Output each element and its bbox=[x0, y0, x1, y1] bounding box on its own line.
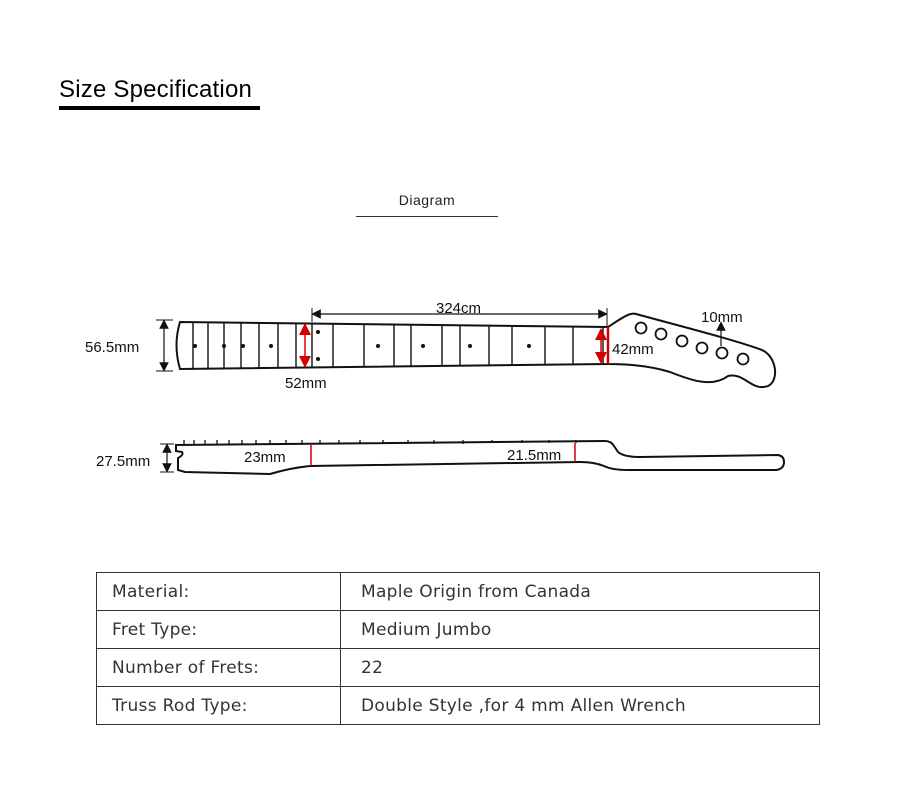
spec-key: Number of Frets: bbox=[96, 648, 341, 687]
diagram-label: Diagram bbox=[398, 192, 456, 208]
dim-scale-length: 324cm bbox=[311, 300, 608, 326]
headstock-outline bbox=[607, 312, 777, 389]
table-row: Truss Rod Type: Double Style ,for 4 mm A… bbox=[96, 686, 820, 725]
dim-thickness-1st-label: 23mm bbox=[244, 449, 286, 466]
table-row: Number of Frets: 22 bbox=[96, 648, 820, 687]
dim-width-heel-label: 42mm bbox=[612, 341, 654, 358]
spec-value: Double Style ,for 4 mm Allen Wrench bbox=[340, 686, 820, 725]
dim-width-nut: 56.5mm bbox=[85, 319, 173, 372]
spec-key: Material: bbox=[96, 572, 341, 611]
table-row: Fret Type: Medium Jumbo bbox=[96, 610, 820, 649]
section-title: Size Specification bbox=[59, 76, 253, 103]
dim-thickness-12th-label: 21.5mm bbox=[507, 447, 561, 464]
section-title-underline bbox=[59, 106, 260, 110]
table-row: Material: Maple Origin from Canada bbox=[96, 572, 820, 611]
dim-width-12th: 52mm bbox=[285, 323, 327, 392]
dim-width-12th-label: 52mm bbox=[285, 375, 327, 392]
side-profile-outline bbox=[175, 439, 786, 476]
dim-tuner-hole: 10mm bbox=[701, 309, 743, 346]
neck-side-view bbox=[175, 439, 786, 476]
diagram-label-underline bbox=[356, 216, 498, 217]
spec-value: 22 bbox=[340, 648, 820, 687]
dim-thickness: 27.5mm bbox=[96, 443, 174, 473]
side-red-marks bbox=[310, 443, 576, 466]
tuner-holes bbox=[634, 321, 750, 366]
dim-width-nut-label: 56.5mm bbox=[85, 339, 139, 356]
spec-value: Medium Jumbo bbox=[340, 610, 820, 649]
dim-scale-length-label: 324cm bbox=[436, 300, 481, 317]
dim-tuner-hole-label: 10mm bbox=[701, 309, 743, 326]
inlay-dots bbox=[193, 330, 531, 361]
fret-ticks bbox=[183, 440, 577, 445]
spec-table: Material: Maple Origin from Canada Fret … bbox=[96, 572, 820, 725]
fret-lines bbox=[192, 322, 604, 369]
spec-value: Maple Origin from Canada bbox=[340, 572, 820, 611]
spec-key: Fret Type: bbox=[96, 610, 341, 649]
dim-thickness-label: 27.5mm bbox=[96, 453, 150, 470]
dim-width-heel: 42mm bbox=[595, 328, 654, 364]
neck-outline bbox=[175, 320, 609, 371]
spec-key: Truss Rod Type: bbox=[96, 686, 341, 725]
neck-top-view bbox=[175, 312, 777, 389]
